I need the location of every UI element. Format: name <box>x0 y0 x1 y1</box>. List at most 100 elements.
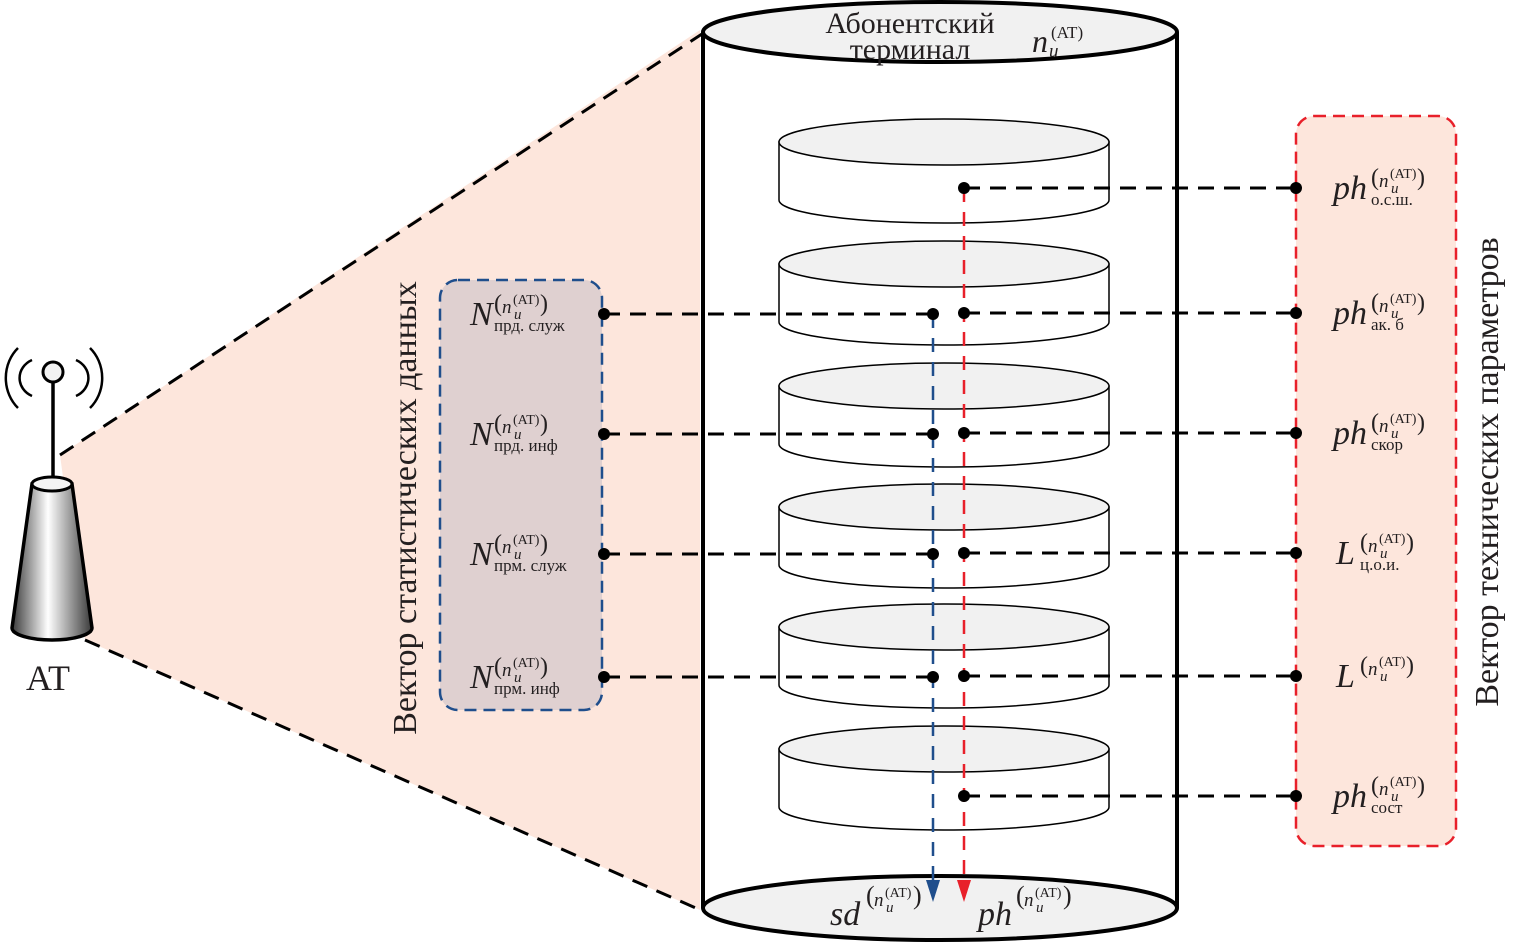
formula-sup-n: n <box>1379 779 1389 800</box>
formula-paren-open: ( <box>1371 410 1379 436</box>
connector-dot <box>958 670 970 682</box>
formula-sup-u: u <box>1380 669 1388 685</box>
formula-sup-n: n <box>502 537 512 558</box>
stat-data-arrowhead <box>926 880 940 902</box>
formula-sup-at: (AT) <box>513 293 540 308</box>
symbol-base: n <box>1032 23 1048 59</box>
disk <box>778 240 1110 346</box>
disk-top <box>778 362 1110 410</box>
disk <box>778 118 1110 224</box>
formula-sup-at: (AT) <box>513 533 540 548</box>
formula-base: N <box>469 296 495 333</box>
formula-paren-open: ( <box>1371 165 1379 191</box>
connector-dot <box>598 428 610 440</box>
disk-top <box>778 603 1110 651</box>
formula-subscript: прд. служ <box>494 316 565 335</box>
cylinder-title-line2: терминал <box>850 33 971 66</box>
output-ph-base: ph <box>976 896 1012 933</box>
formula-sup-n: n <box>502 297 512 318</box>
formula-paren-open: ( <box>1371 773 1379 799</box>
connector-dot <box>1290 547 1302 559</box>
cylinder-bottom <box>701 874 1179 942</box>
output-sd-base: sd <box>830 896 861 933</box>
param-data-arrowhead <box>957 880 971 902</box>
formula-subscript: скор <box>1371 435 1403 454</box>
disk-top <box>778 483 1110 531</box>
disk <box>778 483 1110 589</box>
formula-sup-u: u <box>1391 426 1399 442</box>
formula-sup-u: u <box>514 547 522 563</box>
connector-lines <box>598 182 1302 802</box>
formula-paren-close: ) <box>540 531 548 557</box>
param-vector-label: Вектор технических параметров <box>1469 237 1506 706</box>
output-sd-paren-close: ) <box>913 881 922 910</box>
formula-subscript: сост <box>1371 798 1403 817</box>
cylinder-symbol: n u (AT) <box>1032 23 1083 62</box>
formula-base: ph <box>1331 415 1367 452</box>
output-ph-sup-u: u <box>1036 900 1044 916</box>
formula-base: ph <box>1331 295 1367 332</box>
formula-subscript: прм. инф <box>494 679 560 698</box>
formula-sup-n: n <box>502 417 512 438</box>
formula-sup-at: (AT) <box>513 413 540 428</box>
formula-sup-u: u <box>1380 546 1388 562</box>
connector-dot <box>958 547 970 559</box>
disk <box>778 362 1110 468</box>
device-label: AT <box>26 658 70 698</box>
connector-dot <box>598 548 610 560</box>
formula-sup-u: u <box>514 307 522 323</box>
connector-dot <box>598 671 610 683</box>
connector-dot <box>958 307 970 319</box>
formula-sup-u: u <box>514 427 522 443</box>
formula-paren-close: ) <box>1406 653 1414 679</box>
formula-paren-close: ) <box>540 291 548 317</box>
connector-dot <box>1290 307 1302 319</box>
formula-subscript: ц.о.и. <box>1360 555 1399 574</box>
stat-vector-box <box>438 278 604 712</box>
formula-paren-open: ( <box>1360 530 1368 556</box>
terminal-device-icon <box>4 347 104 642</box>
formula-paren-close: ) <box>1417 410 1425 436</box>
formula-paren-close: ) <box>540 654 548 680</box>
output-ph-sup-at: (AT) <box>1035 886 1062 901</box>
formula-paren-close: ) <box>1417 290 1425 316</box>
formula-sup-at: (AT) <box>1390 292 1417 307</box>
output-sd: sd ( n u (AT) ) <box>830 881 922 933</box>
formula-paren-open: ( <box>1371 290 1379 316</box>
formula-sup-u: u <box>1391 789 1399 805</box>
symbol-sub: u <box>1049 41 1059 62</box>
connector-dot <box>927 308 939 320</box>
formula-base: ph <box>1331 170 1367 207</box>
output-ph-paren-open: ( <box>1016 881 1025 910</box>
projection-area <box>60 30 700 910</box>
formula-subscript: о.с.ш. <box>1371 190 1413 209</box>
formula-paren-close: ) <box>540 411 548 437</box>
formula-sup-u: u <box>514 670 522 686</box>
symbol-sup: (AT) <box>1051 23 1083 42</box>
formula-sup-n: n <box>1379 296 1389 317</box>
formula-paren-open: ( <box>494 291 502 317</box>
formula-sup-u: u <box>1391 181 1399 197</box>
disk-top <box>778 240 1110 288</box>
formula-paren-open: ( <box>1360 653 1368 679</box>
output-ph-sup-n: n <box>1024 890 1034 911</box>
formula-paren-open: ( <box>494 531 502 557</box>
formula-paren-close: ) <box>1417 773 1425 799</box>
formula-sup-n: n <box>1368 659 1378 680</box>
formula-sup-n: n <box>1379 171 1389 192</box>
disk-stack <box>778 118 1110 831</box>
connector-dot <box>958 790 970 802</box>
formula-subscript: прм. служ <box>494 556 567 575</box>
formula-sup-n: n <box>1379 416 1389 437</box>
formula-sup-at: (AT) <box>1379 655 1406 670</box>
disk-top <box>778 725 1110 773</box>
disk <box>778 603 1110 709</box>
